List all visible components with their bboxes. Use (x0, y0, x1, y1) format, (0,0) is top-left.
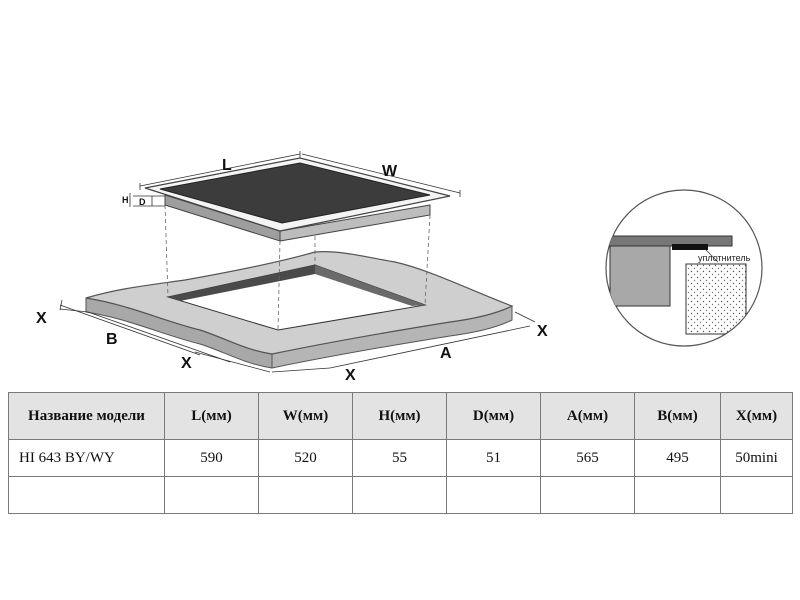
dimension-lines (59, 151, 536, 373)
label-l: L (222, 157, 232, 174)
cell-h: 55 (352, 439, 447, 477)
header-model-name: Название модели (8, 392, 165, 440)
countertop (85, 251, 514, 369)
header-d: D(мм) (446, 392, 541, 440)
table-row: HI 643 BY/WY 590 520 55 51 565 495 50min… (8, 439, 793, 477)
cell-b: 495 (634, 439, 721, 477)
installation-diagram: L W H D B A X X X X уплотнитель (36, 151, 763, 380)
cell-model: HI 643 BY/WY (8, 439, 165, 477)
cell-a: 565 (540, 439, 635, 477)
label-x-front-left: X (181, 355, 192, 372)
cell-x: 50mini (720, 439, 793, 477)
label-d: D (139, 197, 146, 207)
cell-l: 590 (164, 439, 259, 477)
label-h: H (122, 195, 129, 205)
header-x: X(мм) (720, 392, 793, 440)
label-w: W (382, 163, 398, 180)
cell-w: 520 (258, 439, 353, 477)
header-h: H(мм) (352, 392, 447, 440)
label-x-left: X (36, 310, 47, 327)
header-w: W(мм) (258, 392, 353, 440)
table-row-empty (8, 476, 793, 514)
specs-table: Название модели L(мм) W(мм) H(мм) D(мм) … (8, 392, 793, 514)
label-x-front-right: X (345, 367, 356, 380)
table-header-row: Название модели L(мм) W(мм) H(мм) D(мм) … (8, 392, 793, 440)
seal-label: уплотнитель (698, 253, 751, 263)
label-x-right: X (537, 323, 548, 340)
header-l: L(мм) (164, 392, 259, 440)
cell-d: 51 (446, 439, 541, 477)
label-a: A (440, 345, 452, 362)
header-a: A(мм) (540, 392, 635, 440)
seal-detail-zoom: уплотнитель (605, 189, 763, 347)
projection-lines (164, 204, 431, 331)
label-b: B (106, 331, 118, 348)
header-b: B(мм) (634, 392, 721, 440)
hob (144, 157, 451, 242)
